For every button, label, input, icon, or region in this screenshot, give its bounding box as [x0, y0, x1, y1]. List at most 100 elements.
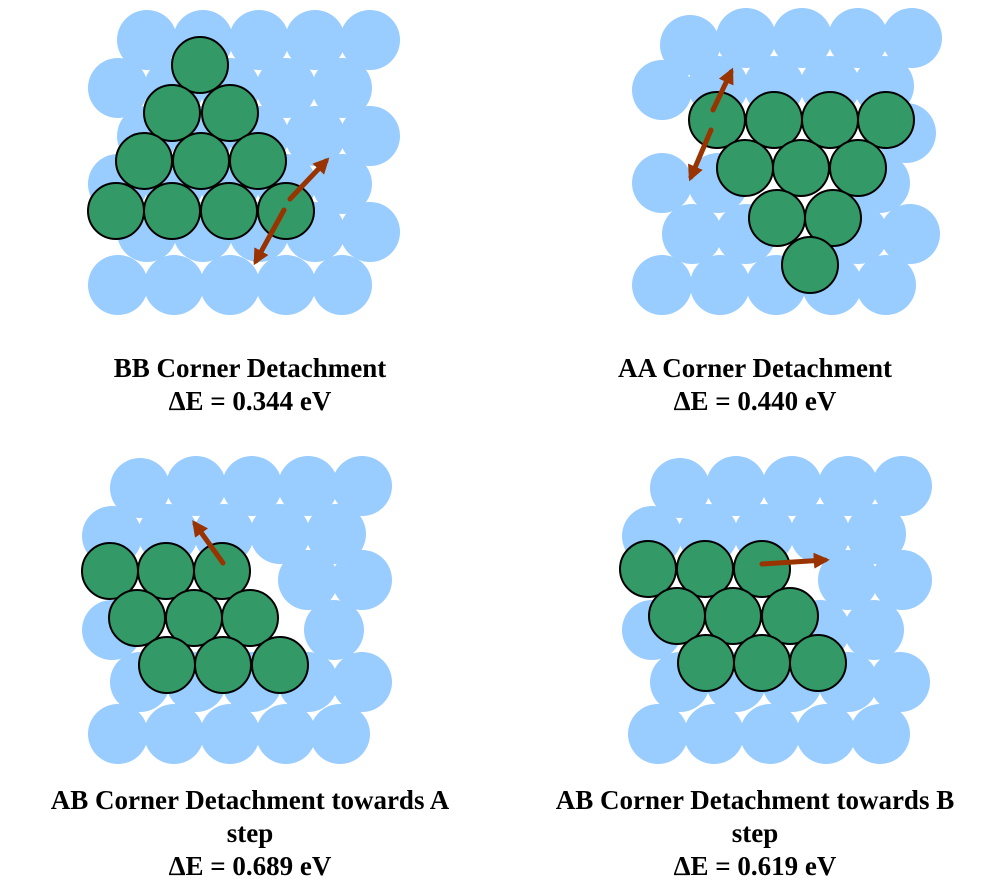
- detachment-arrow: [710, 67, 734, 113]
- cluster-atom: [194, 636, 252, 694]
- substrate-atom: [222, 456, 282, 516]
- cluster-atom: [200, 182, 258, 240]
- caption-energy: ΔE = 0.619 eV: [673, 851, 837, 881]
- substrate-atom: [285, 106, 345, 166]
- panel-ab-corner-b: [619, 456, 932, 764]
- cluster-atom: [172, 132, 230, 190]
- substrate-atom: [690, 255, 750, 315]
- substrate-atom: [632, 153, 692, 213]
- cluster-atom: [229, 132, 287, 190]
- substrate-atom: [762, 456, 822, 516]
- substrate-atom: [340, 106, 400, 166]
- cluster-atom: [748, 189, 806, 247]
- substrate-atom: [650, 458, 710, 518]
- cluster-atom: [789, 634, 847, 692]
- cluster-atom: [138, 636, 196, 694]
- substrate-atom: [285, 10, 345, 70]
- substrate-atom: [312, 255, 372, 315]
- cluster-atom: [171, 36, 229, 94]
- cluster-atom: [733, 634, 791, 692]
- cluster-atom: [115, 132, 173, 190]
- substrate-atom: [872, 456, 932, 516]
- substrate-atom: [166, 456, 226, 516]
- substrate-atom: [332, 550, 392, 610]
- substrate-atom: [278, 550, 338, 610]
- substrate-atom: [856, 255, 916, 315]
- substrate-atom: [882, 8, 942, 68]
- caption-energy: ΔE = 0.344 eV: [168, 386, 332, 416]
- substrate-atom: [818, 456, 878, 516]
- substrate-atom: [200, 255, 260, 315]
- substrate-atom: [256, 704, 316, 764]
- caption-title: BB Corner Detachment: [113, 353, 387, 383]
- substrate-atom: [628, 704, 688, 764]
- substrate-atom: [716, 8, 776, 68]
- caption-title: AA Corner Detachment: [618, 353, 892, 383]
- substrate-atom: [312, 58, 372, 118]
- substrate-atom: [662, 204, 722, 264]
- cluster-island: [87, 36, 315, 240]
- cluster-atom: [251, 636, 309, 694]
- substrate-atom: [706, 456, 766, 516]
- detachment-arrow: [192, 520, 226, 566]
- substrate-atom: [828, 8, 888, 68]
- substrate-atom: [332, 652, 392, 712]
- substrate-atom: [88, 255, 148, 315]
- cluster-atom: [801, 91, 859, 149]
- detachment-arrow: [759, 552, 830, 569]
- cluster-atom: [221, 589, 279, 647]
- cluster-atom: [857, 91, 915, 149]
- caption-aa-corner: AA Corner Detachment ΔE = 0.440 eV: [505, 352, 1005, 418]
- cluster-island: [688, 91, 915, 294]
- cluster-atom: [143, 182, 201, 240]
- cluster-atom: [745, 91, 803, 149]
- substrate-atom: [880, 204, 940, 264]
- substrate-atom: [684, 704, 744, 764]
- substrate-atom: [340, 202, 400, 262]
- cluster-atom: [201, 84, 259, 142]
- substrate-atom: [870, 652, 930, 712]
- panel-bb-corner: [87, 10, 400, 315]
- substrate-atom: [796, 704, 856, 764]
- cluster-atom: [772, 139, 830, 197]
- caption-bb-corner: BB Corner Detachment ΔE = 0.344 eV: [0, 352, 500, 418]
- cluster-atom: [716, 139, 774, 197]
- substrate-atom: [88, 58, 148, 118]
- caption-energy: ΔE = 0.689 eV: [168, 851, 332, 881]
- caption-title-cont: step: [226, 818, 274, 848]
- panel-aa-corner: [632, 8, 942, 315]
- substrate-atom: [250, 504, 310, 564]
- substrate-atom: [88, 704, 148, 764]
- substrate-atom: [278, 456, 338, 516]
- cluster-atom: [829, 139, 887, 197]
- substrate-atom: [332, 456, 392, 516]
- substrate-atom: [790, 504, 850, 564]
- substrate-atom: [632, 60, 692, 120]
- caption-ab-corner-b: AB Corner Detachment towards B step ΔE =…: [505, 784, 1005, 883]
- detachment-arrow: [287, 157, 330, 202]
- cluster-atom: [804, 189, 862, 247]
- caption-title: AB Corner Detachment towards A: [50, 785, 450, 815]
- substrate-atom: [340, 10, 400, 70]
- substrate-atom: [256, 58, 316, 118]
- substrate-atom: [200, 704, 260, 764]
- cluster-atom: [761, 587, 819, 645]
- caption-title-cont: step: [731, 818, 779, 848]
- substrate-atom: [256, 255, 316, 315]
- substrate-atom: [632, 255, 692, 315]
- cluster-island: [81, 542, 309, 694]
- cluster-island: [619, 540, 847, 692]
- substrate-atom: [144, 704, 204, 764]
- substrate-atom: [306, 504, 366, 564]
- substrate-atom: [144, 255, 204, 315]
- cluster-atom: [87, 182, 145, 240]
- panel-ab-corner-a: [81, 456, 392, 764]
- detachment-arrow: [688, 127, 714, 182]
- substrate-atom: [740, 704, 800, 764]
- substrate-atom: [310, 704, 370, 764]
- cluster-atom: [193, 542, 251, 600]
- caption-energy: ΔE = 0.440 eV: [673, 386, 837, 416]
- substrate-atom: [229, 10, 289, 70]
- caption-ab-corner-a: AB Corner Detachment towards A step ΔE =…: [0, 784, 500, 883]
